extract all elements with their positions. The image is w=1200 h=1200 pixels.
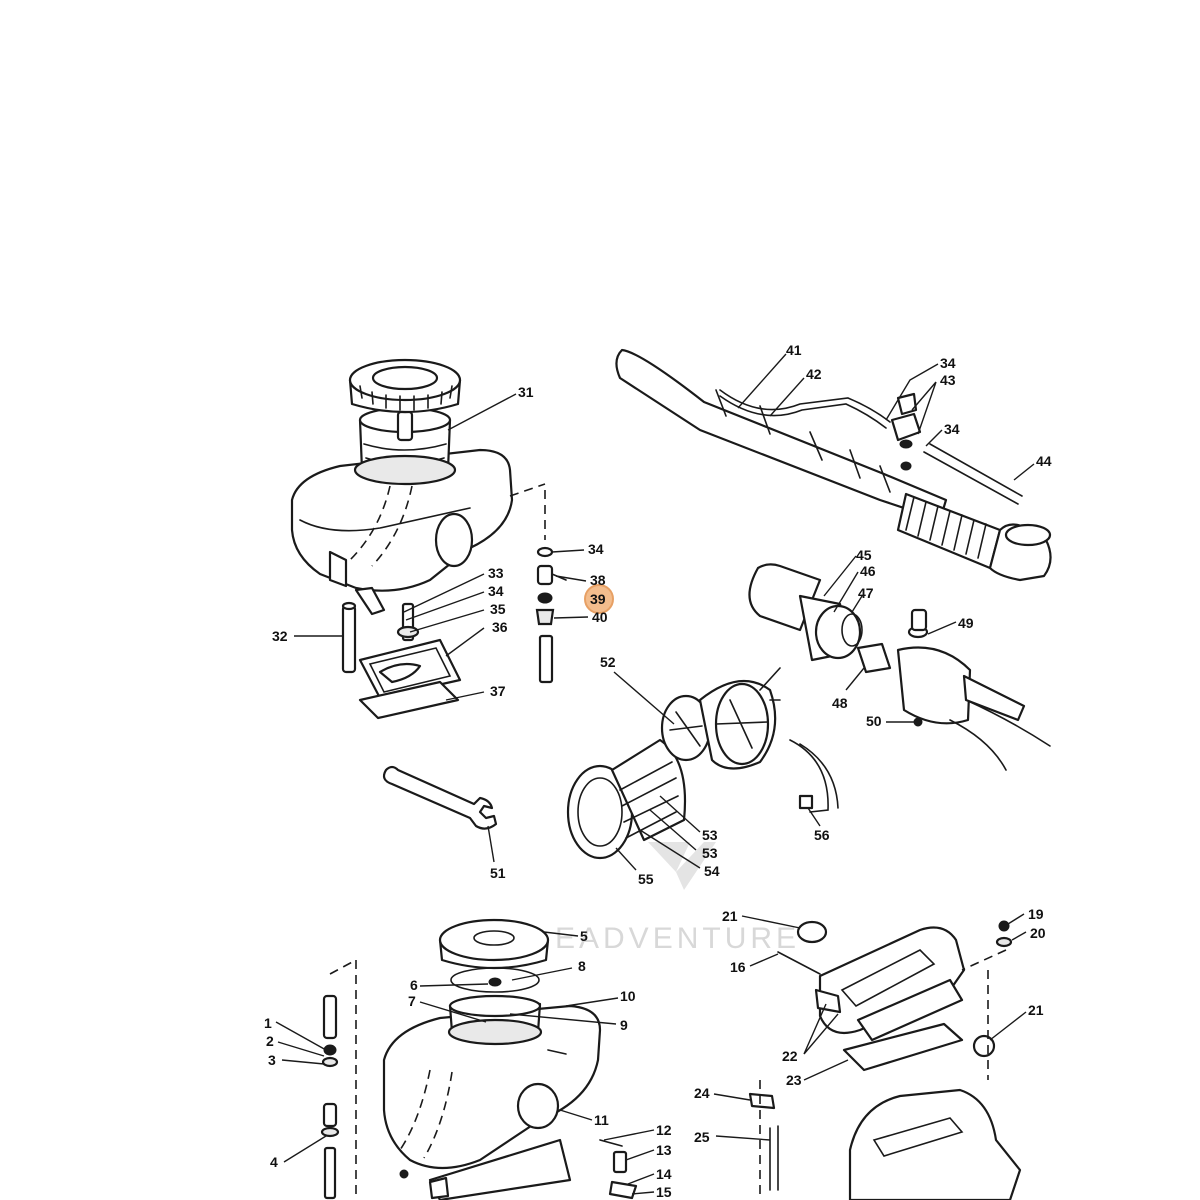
callout-21: 21: [722, 908, 738, 924]
callout-49: 49: [958, 615, 974, 631]
callout-3: 3: [268, 1052, 276, 1068]
fan-housing-assembly: [566, 667, 839, 860]
callout-14: 14: [656, 1166, 672, 1182]
callout-34: 34: [488, 583, 504, 599]
callout-31: 31: [518, 384, 534, 400]
callout-1: 1: [264, 1015, 272, 1031]
watermark: EADVENTURE: [555, 842, 800, 955]
callout-37: 37: [490, 683, 506, 699]
callout-54: 54: [704, 863, 720, 879]
callout-45: 45: [856, 547, 872, 563]
callout-51: 51: [490, 865, 506, 881]
callout-44: 44: [1036, 453, 1052, 469]
upper-fuel-tank-assembly: [290, 358, 567, 830]
callout-55: 55: [638, 871, 654, 887]
callout-48: 48: [832, 695, 848, 711]
callout-38: 38: [590, 572, 606, 588]
callout-32: 32: [272, 628, 288, 644]
callout-34: 34: [588, 541, 604, 557]
callout-9: 9: [620, 1017, 628, 1033]
callout-19: 19: [1028, 906, 1044, 922]
callout-7: 7: [408, 993, 416, 1009]
highlight-marker-39: [584, 584, 614, 614]
callout-5: 5: [580, 928, 588, 944]
callout-23: 23: [786, 1072, 802, 1088]
callout-13: 13: [656, 1142, 672, 1158]
leader-lines: [275, 353, 1035, 1195]
callout-10: 10: [620, 988, 636, 1004]
callout-34: 34: [940, 355, 956, 371]
callout-2: 2: [266, 1033, 274, 1049]
callout-47: 47: [858, 585, 874, 601]
callout-4: 4: [270, 1154, 278, 1170]
callout-53: 53: [702, 827, 718, 843]
callout-6: 6: [410, 977, 418, 993]
callout-42: 42: [806, 366, 822, 382]
callout-16: 16: [730, 959, 746, 975]
callout-15: 15: [656, 1184, 672, 1200]
callout-8: 8: [578, 958, 586, 974]
callout-11: 11: [594, 1112, 609, 1128]
callout-40: 40: [592, 609, 608, 625]
callout-50: 50: [866, 713, 882, 729]
callout-34: 34: [944, 421, 960, 437]
callout-43: 43: [940, 372, 956, 388]
callout-20: 20: [1030, 925, 1046, 941]
callout-24: 24: [694, 1085, 710, 1101]
callout-36: 36: [492, 619, 508, 635]
callout-52: 52: [600, 654, 616, 670]
callout-22: 22: [782, 1048, 798, 1064]
callout-56: 56: [814, 827, 830, 843]
callout-12: 12: [656, 1122, 672, 1138]
lower-housing-assembly: [748, 920, 1022, 1200]
callout-labels: 31 32 33 34 35 36 37 34 38 39 40 41 42 3…: [264, 342, 1052, 1200]
callout-25: 25: [694, 1129, 710, 1145]
callout-39: 39: [590, 591, 606, 607]
callout-53: 53: [702, 845, 718, 861]
callout-35: 35: [490, 601, 506, 617]
lower-fuel-tank-assembly: [320, 918, 638, 1200]
watermark-text: EADVENTURE: [555, 922, 800, 955]
callout-33: 33: [488, 565, 504, 581]
callout-21: 21: [1028, 1002, 1044, 1018]
callout-41: 41: [786, 342, 802, 358]
callout-46: 46: [860, 563, 876, 579]
